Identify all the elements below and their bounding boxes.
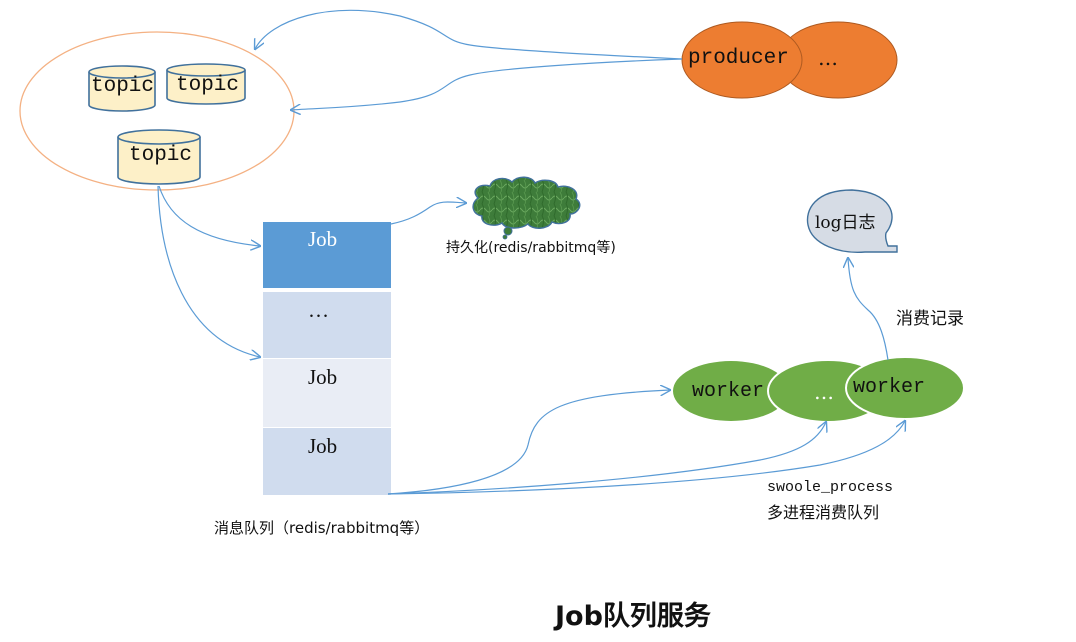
job-label-4: Job — [308, 434, 338, 458]
arrow-producer-to-topics-top — [255, 9, 683, 60]
job-cell-head — [263, 222, 391, 288]
arrow-queue-to-worker-3 — [387, 421, 905, 495]
worker-label-3: worker — [853, 376, 926, 399]
workers-caption-line1: swoole_process — [767, 479, 894, 496]
producer-label: producer — [688, 47, 789, 70]
persistence-caption: 持久化(redis/rabbitmq等) — [446, 240, 616, 256]
workers-caption-line2: 多进程消费队列 — [767, 503, 880, 522]
job-label-3: Job — [308, 365, 338, 389]
worker-more-label: … — [814, 380, 834, 404]
job-head-label: Job — [308, 227, 338, 251]
job-queue-caption: 消息队列（redis/rabbitmq等） — [214, 519, 430, 537]
arrow-queue-to-worker-more — [387, 422, 826, 495]
arrow-job-to-persistence — [390, 202, 466, 225]
persistence-cloud-icon — [472, 176, 581, 240]
job-ellipsis-label: … — [308, 298, 333, 322]
log-label: log日志 — [815, 213, 876, 233]
job-cell-4 — [263, 428, 391, 495]
topic-cylinder-2 — [166, 63, 246, 105]
job-cell-3 — [263, 359, 391, 427]
topic-cylinder-3 — [117, 129, 201, 185]
producer-more-label: … — [818, 46, 838, 70]
arrow-worker-to-log — [848, 258, 889, 361]
arrow-topic-to-job-queue — [157, 185, 260, 357]
topic-label-1: topic — [91, 75, 155, 98]
worker-label-1: worker — [692, 380, 765, 403]
topic-label-2: topic — [176, 74, 240, 97]
topic-label-3: topic — [129, 144, 193, 167]
producer-ellipse — [681, 21, 803, 99]
diagram-title: Job队列服务 — [555, 601, 711, 632]
arrow-topic-to-job-head — [158, 185, 260, 246]
arrow-queue-to-worker-1 — [387, 390, 670, 495]
arrow-producer-to-topics-side — [291, 58, 683, 110]
log-edge-label: 消费记录 — [896, 309, 964, 329]
job-cell-ellipsis — [263, 292, 391, 358]
log-bubble — [806, 189, 898, 253]
topic-cylinder-1 — [88, 65, 156, 112]
worker-ellipse-1 — [673, 361, 789, 421]
